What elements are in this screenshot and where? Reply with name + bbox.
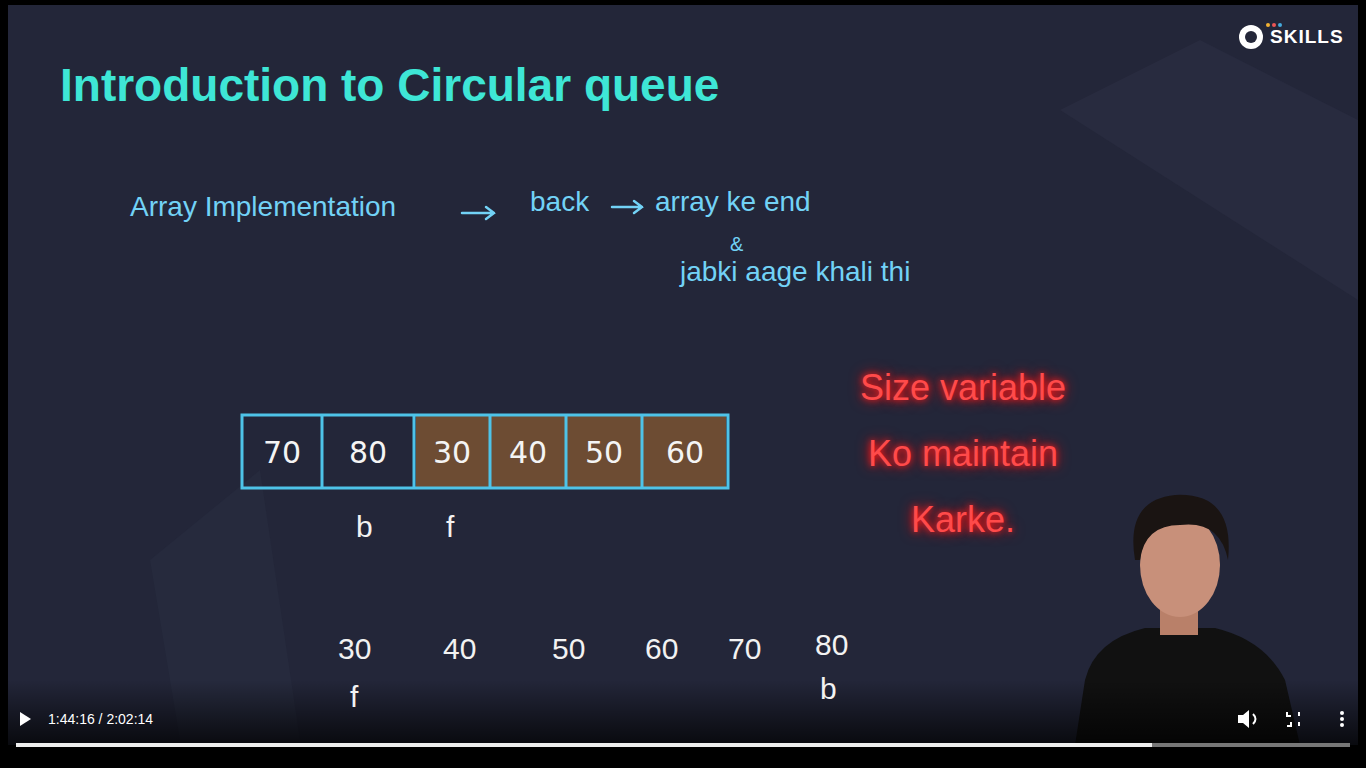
array-cell: 50 [566,416,642,488]
sequence-value: 40 [443,632,476,666]
cell-value: 30 [433,435,471,470]
cell-value: 40 [509,435,547,470]
cell-value: 70 [263,435,301,470]
highlight-note: Size variable Ko maintain Karke. [838,355,1088,553]
sequence-value: 80 [815,628,848,662]
sequence-value: 60 [645,632,678,666]
array-cell: 80 [322,416,414,488]
slide-title: Introduction to Circular queue [60,58,719,112]
note-text: back [530,186,589,218]
video-time: 1:44:16 / 2:02:14 [48,711,153,727]
brand-logo: SKILLS [1270,26,1344,48]
cell-value: 80 [349,435,387,470]
pointer-label: b [356,510,373,544]
pointer-label: f [350,680,358,714]
note-text: array ke end [655,186,811,218]
pointer-label: b [820,672,837,706]
array-cell: 70 [242,416,322,488]
sequence-value: 50 [552,632,585,666]
cell-value: 60 [666,435,704,470]
pointer-label: f [446,510,454,544]
note-symbol: & [730,233,743,256]
note-text: Array Implementation [130,191,396,223]
sequence-value: 30 [338,632,371,666]
array-cell: 60 [642,416,728,488]
cell-value: 50 [585,435,623,470]
note-text: jabki aage khali thi [680,256,910,288]
array-cell: 40 [490,416,566,488]
array-cell: 30 [414,416,490,488]
sequence-value: 70 [728,632,761,666]
